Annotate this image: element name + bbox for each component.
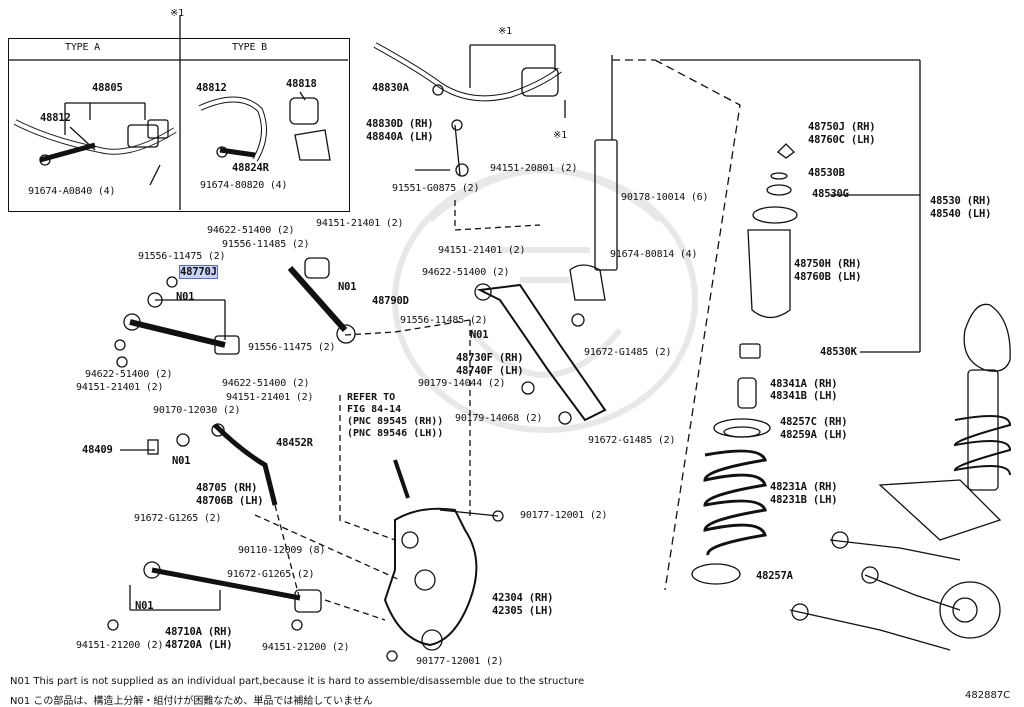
part-48530g[interactable]: 48530G bbox=[812, 188, 849, 200]
part-48530k[interactable]: 48530K bbox=[820, 346, 857, 358]
variant-inset-box bbox=[8, 38, 350, 212]
part-48530-rh[interactable]: 48530 (RH) bbox=[930, 195, 992, 207]
footnote-english: N01 This part is not supplied as an indi… bbox=[10, 676, 585, 687]
part-48740f[interactable]: 48740F (LH) bbox=[456, 365, 524, 377]
part-48231a[interactable]: 48231A (RH) bbox=[770, 481, 838, 493]
type-b-header: TYPE B bbox=[232, 42, 267, 53]
n01-label-b: N01 bbox=[338, 281, 357, 293]
part-91672-g1485-a[interactable]: 91672-G1485 (2) bbox=[584, 347, 672, 358]
part-91556-11475-b[interactable]: 91556-11475 (2) bbox=[248, 342, 336, 353]
part-48770j[interactable]: 48770J bbox=[179, 265, 218, 279]
part-48452r[interactable]: 48452R bbox=[276, 437, 313, 449]
part-42304[interactable]: 42304 (RH) bbox=[492, 592, 554, 604]
part-91672-g1265-b[interactable]: 91672-G1265 (2) bbox=[227, 569, 315, 580]
part-94151-21401-c[interactable]: 94151-21401 (2) bbox=[226, 392, 314, 403]
part-48790d[interactable]: 48790D bbox=[372, 295, 409, 307]
part-48824r[interactable]: 48824R bbox=[232, 162, 269, 174]
part-90179-14068[interactable]: 90179-14068 (2) bbox=[455, 413, 543, 424]
part-90110-12009[interactable]: 90110-12009 (8) bbox=[238, 545, 326, 556]
part-48530b[interactable]: 48530B bbox=[808, 167, 845, 179]
n01-label-d: N01 bbox=[135, 600, 154, 612]
part-91674-a0840[interactable]: 91674-A0840 (4) bbox=[28, 186, 116, 197]
top-mark-2: ※1 bbox=[553, 130, 567, 141]
part-94151-21401-center[interactable]: 94151-21401 (2) bbox=[438, 245, 526, 256]
part-48840a[interactable]: 48840A (LH) bbox=[366, 131, 434, 143]
part-48706b[interactable]: 48706B (LH) bbox=[196, 495, 264, 507]
part-91556-11485-center[interactable]: 91556-11485 (2) bbox=[400, 315, 488, 326]
part-94622-51400-center[interactable]: 94622-51400 (2) bbox=[422, 267, 510, 278]
part-90177-12001-a[interactable]: 90177-12001 (2) bbox=[520, 510, 608, 521]
part-48812-a[interactable]: 48812 bbox=[40, 112, 71, 124]
illustration-code: 482887C bbox=[965, 690, 1011, 701]
part-48760b[interactable]: 48760B (LH) bbox=[794, 271, 862, 283]
part-48259a[interactable]: 48259A (LH) bbox=[780, 429, 848, 441]
part-48409[interactable]: 48409 bbox=[82, 444, 113, 456]
part-48730f[interactable]: 48730F (RH) bbox=[456, 352, 524, 364]
part-90170-12030[interactable]: 90170-12030 (2) bbox=[153, 405, 241, 416]
part-94151-21200-b[interactable]: 94151-21200 (2) bbox=[262, 642, 350, 653]
inset-mark: ※1 bbox=[170, 8, 184, 19]
refer-to-fig-note: REFER TO FIG 84-14 (PNC 89545 (RH)) (PNC… bbox=[347, 392, 444, 439]
part-48812-b[interactable]: 48812 bbox=[196, 82, 227, 94]
part-90178-10014[interactable]: 90178-10014 (6) bbox=[621, 192, 709, 203]
part-91556-11475-a[interactable]: 91556-11475 (2) bbox=[138, 251, 226, 262]
part-91672-g1265-a[interactable]: 91672-G1265 (2) bbox=[134, 513, 222, 524]
part-48341b[interactable]: 48341B (LH) bbox=[770, 390, 838, 402]
part-48710a[interactable]: 48710A (RH) bbox=[165, 626, 233, 638]
footnote-japanese: N01 この部品は、構造上分解・組付けが困難なため、単品では補給していません bbox=[10, 696, 373, 707]
part-94151-20801[interactable]: 94151-20801 (2) bbox=[490, 163, 578, 174]
part-91674-80820[interactable]: 91674-80820 (4) bbox=[200, 180, 288, 191]
part-48750h[interactable]: 48750H (RH) bbox=[794, 258, 862, 270]
part-48750j[interactable]: 48750J (RH) bbox=[808, 121, 876, 133]
part-48540-lh[interactable]: 48540 (LH) bbox=[930, 208, 992, 220]
part-94151-21401-b[interactable]: 94151-21401 (2) bbox=[76, 382, 164, 393]
part-94151-21401-a[interactable]: 94151-21401 (2) bbox=[316, 218, 404, 229]
part-91556-11485-a[interactable]: 91556-11485 (2) bbox=[222, 239, 310, 250]
part-48830d[interactable]: 48830D (RH) bbox=[366, 118, 434, 130]
part-91672-g1485-b[interactable]: 91672-G1485 (2) bbox=[588, 435, 676, 446]
top-mark: ※1 bbox=[498, 26, 512, 37]
part-48818[interactable]: 48818 bbox=[286, 78, 317, 90]
part-48257c[interactable]: 48257C (RH) bbox=[780, 416, 848, 428]
part-90179-14044[interactable]: 90179-14044 (2) bbox=[418, 378, 506, 389]
n01-label-a: N01 bbox=[176, 291, 195, 303]
part-48341a[interactable]: 48341A (RH) bbox=[770, 378, 838, 390]
part-48720a[interactable]: 48720A (LH) bbox=[165, 639, 233, 651]
part-91674-80814[interactable]: 91674-80814 (4) bbox=[610, 249, 698, 260]
part-94151-21200-a[interactable]: 94151-21200 (2) bbox=[76, 640, 164, 651]
watermark-emblem bbox=[392, 167, 698, 433]
part-48760c[interactable]: 48760C (LH) bbox=[808, 134, 876, 146]
part-94622-51400-b[interactable]: 94622-51400 (2) bbox=[85, 369, 173, 380]
part-48805[interactable]: 48805 bbox=[92, 82, 123, 94]
type-a-header: TYPE A bbox=[65, 42, 100, 53]
part-90177-12001-b[interactable]: 90177-12001 (2) bbox=[416, 656, 504, 667]
part-48257a[interactable]: 48257A bbox=[756, 570, 793, 582]
part-91551-g0875[interactable]: 91551-G0875 (2) bbox=[392, 183, 480, 194]
n01-label-center: N01 bbox=[470, 329, 489, 341]
part-42305[interactable]: 42305 (LH) bbox=[492, 605, 554, 617]
part-48830a[interactable]: 48830A bbox=[372, 82, 409, 94]
part-94622-51400-a[interactable]: 94622-51400 (2) bbox=[207, 225, 295, 236]
part-48231b[interactable]: 48231B (LH) bbox=[770, 494, 838, 506]
n01-label-c: N01 bbox=[172, 455, 191, 467]
part-94622-51400-c[interactable]: 94622-51400 (2) bbox=[222, 378, 310, 389]
part-48705[interactable]: 48705 (RH) bbox=[196, 482, 258, 494]
